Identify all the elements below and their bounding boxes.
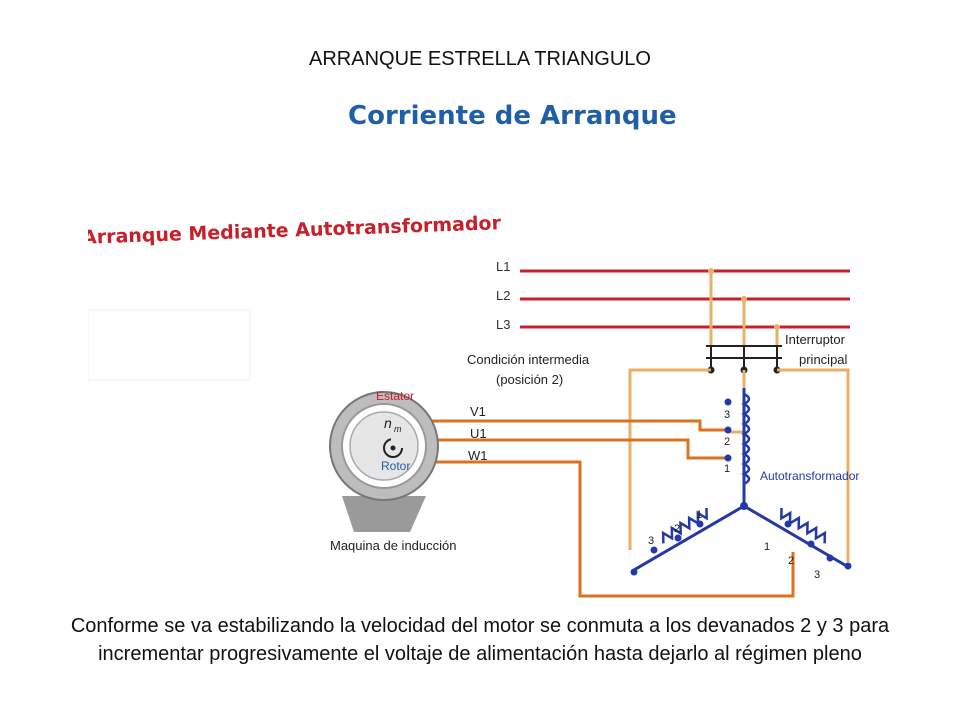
terminal-u1: U1 — [470, 426, 487, 441]
rotation-icon — [383, 438, 403, 458]
tap-right-1: 1 — [764, 541, 770, 553]
terminal-v1: V1 — [470, 404, 486, 419]
switch-label-line1: Interruptor — [785, 332, 846, 347]
tap-left-1: 1 — [696, 509, 702, 521]
line-label-l1: L1 — [496, 259, 510, 274]
tap-top-1: 1 — [724, 463, 730, 475]
line-label-l3: L3 — [496, 317, 510, 332]
autotransformer-diagram: Corriente de Arranque Arranque Mediante … — [88, 88, 888, 606]
tap-right-3: 3 — [814, 569, 820, 581]
state-label-line1: Condición intermedia — [467, 352, 590, 367]
autotransformer-taps — [630, 398, 852, 576]
machine-label: Maquina de inducción — [330, 538, 456, 553]
state-label-line2: (posición 2) — [496, 372, 563, 387]
speed-symbol: n — [384, 415, 392, 431]
induction-machine: Estator n m Rotor Maquina de inducción — [329, 389, 456, 553]
supply-lines: L1 L2 L3 — [496, 259, 850, 332]
autotransformer-label: Autotransformador — [760, 469, 859, 483]
main-switch: Interruptor principal — [706, 268, 848, 374]
tap-left-2: 2 — [674, 523, 680, 535]
tap-top-3: 3 — [724, 409, 730, 421]
switch-label-line2: principal — [799, 352, 848, 367]
stator-label: Estator — [376, 389, 414, 403]
rotor-label: Rotor — [381, 459, 410, 473]
terminal-w1: W1 — [468, 448, 488, 463]
slide-caption: Conforme se va estabilizando la velocida… — [70, 615, 890, 665]
tap-left-3: 3 — [648, 535, 654, 547]
tap-top-2: 2 — [724, 436, 730, 448]
slide-title: ARRANQUE ESTRELLA TRIANGULO — [309, 48, 651, 70]
tap-right-2: 2 — [788, 555, 794, 567]
diagram-heading: Corriente de Arranque — [348, 101, 677, 131]
motor-wires — [428, 419, 795, 598]
speed-subscript: m — [394, 424, 402, 434]
diagram-subheading: Arranque Mediante Autotransformador — [88, 212, 502, 249]
blank-panel — [88, 309, 251, 381]
line-label-l2: L2 — [496, 288, 510, 303]
